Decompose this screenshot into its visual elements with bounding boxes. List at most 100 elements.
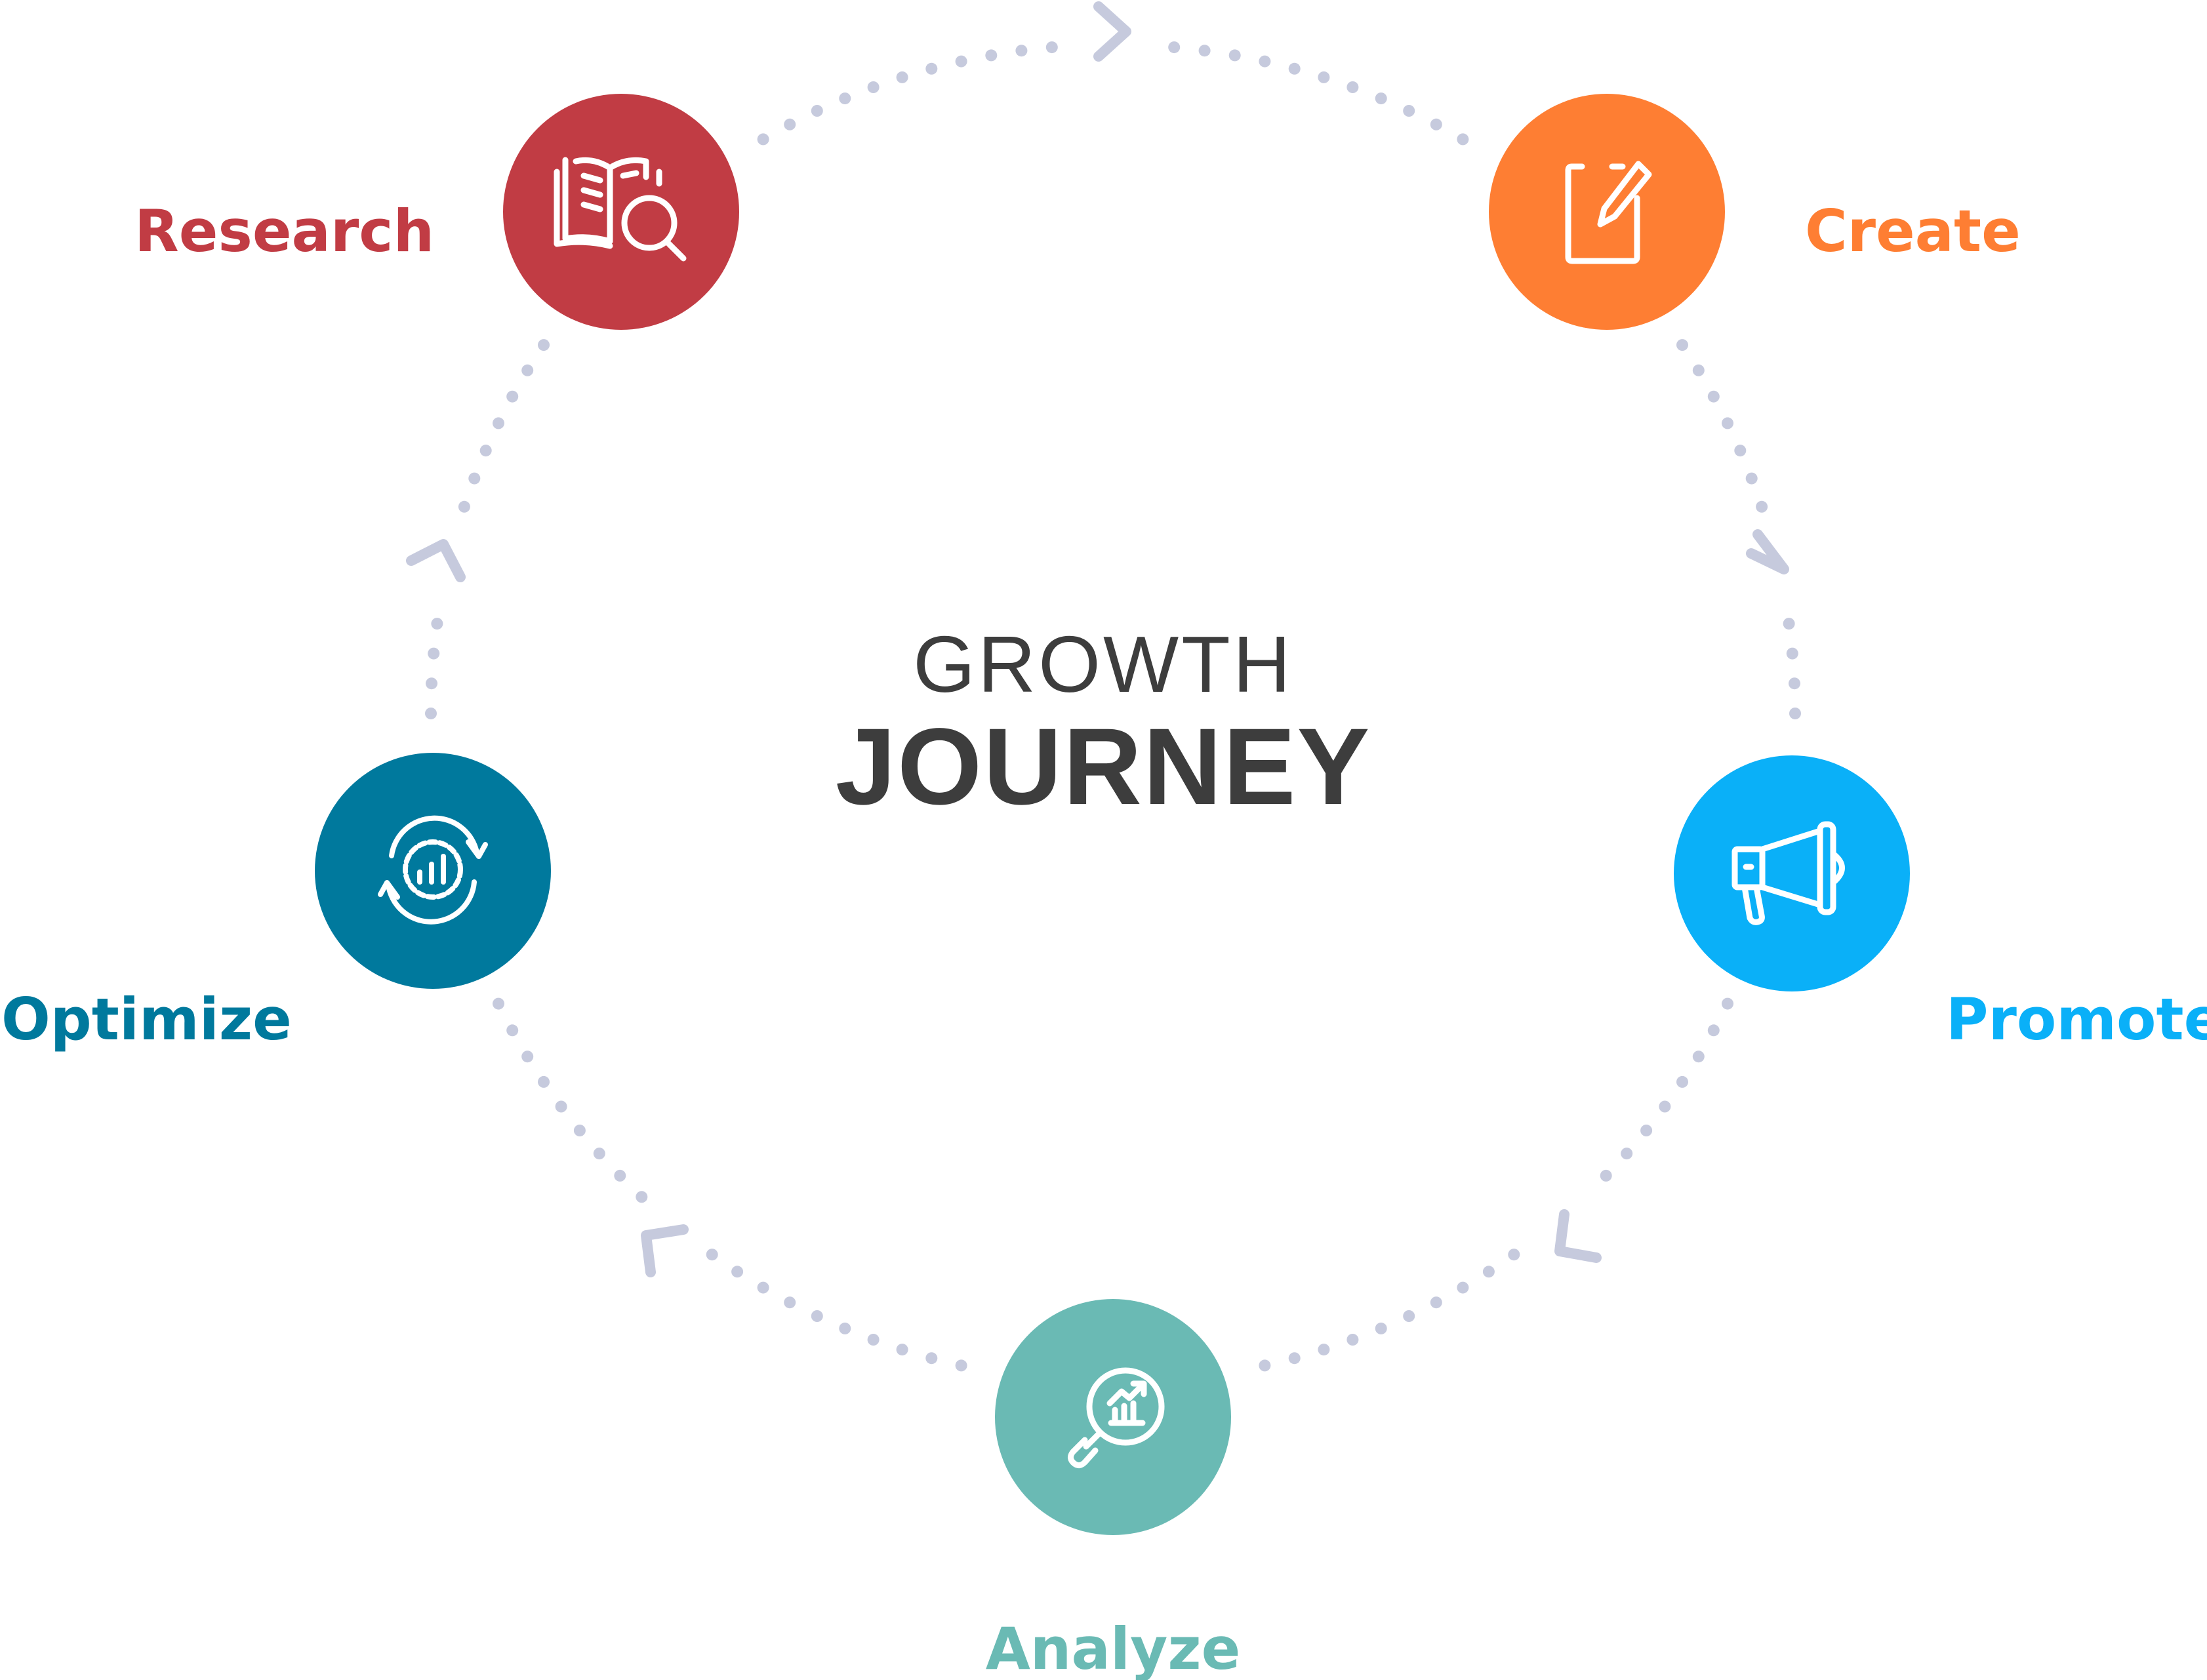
ring-dot xyxy=(1288,62,1301,75)
ring-dot xyxy=(1692,1050,1705,1063)
gear-cycle-chart-icon xyxy=(378,815,488,925)
optimize-node[interactable] xyxy=(315,753,551,989)
ring-dot xyxy=(955,55,967,68)
ring-dot xyxy=(896,71,908,83)
ring-dot xyxy=(811,1310,823,1322)
ring-dot xyxy=(1430,118,1442,130)
ring-dot xyxy=(1659,1100,1671,1113)
step-label-research: Research xyxy=(134,197,434,265)
ring-dot xyxy=(538,1075,550,1088)
ring-dot xyxy=(538,339,550,351)
book-search-icon xyxy=(554,157,687,262)
megaphone-icon xyxy=(1731,821,1845,925)
ring-dot xyxy=(1621,1148,1633,1160)
ring-dot xyxy=(506,1024,519,1037)
ring-dot xyxy=(896,1344,908,1356)
ring-dot xyxy=(784,118,796,130)
title-line-growth: GROWTH xyxy=(913,620,1293,709)
ring-dot xyxy=(431,618,443,630)
ring-dot xyxy=(1045,41,1058,54)
ring-dot xyxy=(985,49,998,62)
cycle-direction-arrows xyxy=(406,1,1789,1277)
ring-dot xyxy=(925,62,938,75)
ring-dot xyxy=(1640,1125,1653,1136)
ring-dot xyxy=(839,92,851,105)
research-circle xyxy=(503,94,739,330)
ring-dot xyxy=(784,1296,796,1309)
ring-dot xyxy=(706,1249,718,1261)
ring-dot xyxy=(1288,1352,1301,1365)
ring-dot xyxy=(1722,997,1733,1010)
ring-dot xyxy=(1259,1359,1271,1372)
ring-dot xyxy=(1168,41,1181,54)
ring-dot xyxy=(1783,618,1795,630)
ring-dot xyxy=(1734,445,1747,457)
ring-dot xyxy=(1457,133,1469,146)
ring-dot xyxy=(839,1322,851,1334)
ring-dot xyxy=(1676,1075,1688,1088)
ring-dot xyxy=(1676,339,1688,351)
ring-dot xyxy=(614,1169,626,1182)
ring-dot xyxy=(1756,500,1768,513)
ring-dot xyxy=(1259,55,1271,68)
ring-dot xyxy=(1403,1310,1415,1322)
ring-dot xyxy=(757,133,769,146)
ring-dot xyxy=(867,1334,880,1346)
ring-dot xyxy=(955,1359,967,1372)
ring-dot xyxy=(1786,647,1798,660)
ring-dot xyxy=(1198,45,1211,57)
ring-dot xyxy=(1600,1169,1612,1182)
ring-dot xyxy=(521,1050,534,1063)
ring-dot xyxy=(757,1281,769,1294)
step-label-optimize: Optimize xyxy=(1,986,292,1053)
ring-dot xyxy=(1228,49,1241,62)
arrow-chevron-right xyxy=(1746,529,1789,574)
ring-dot xyxy=(1789,708,1801,719)
arrow-chevron-bottom-left xyxy=(641,1224,689,1277)
promote-circle xyxy=(1674,755,1910,991)
ring-dot xyxy=(425,708,437,719)
ring-dot xyxy=(573,1125,586,1136)
ring-dot xyxy=(1789,677,1800,690)
step-label-promote: Promote xyxy=(1946,986,2207,1053)
create-circle xyxy=(1489,94,1725,330)
ring-dot xyxy=(1722,417,1733,430)
ring-dot xyxy=(1457,1281,1469,1294)
arrow-chevron-bottom-right xyxy=(1554,1209,1602,1263)
ring-dot xyxy=(731,1266,744,1278)
ring-dot xyxy=(636,1191,648,1203)
ring-dot xyxy=(1375,92,1387,105)
analyze-node[interactable] xyxy=(995,1299,1231,1535)
ring-dot xyxy=(1375,1322,1387,1334)
ring-dot xyxy=(1707,390,1720,403)
ring-dot xyxy=(493,417,504,430)
dotted-cycle-ring xyxy=(425,41,1801,1372)
promote-node[interactable] xyxy=(1674,755,1910,991)
ring-dot xyxy=(521,364,534,376)
arrow-chevron-top xyxy=(1093,1,1131,62)
ring-dot xyxy=(1403,105,1415,117)
ring-dot xyxy=(1745,472,1758,485)
ring-dot xyxy=(428,647,440,660)
ring-dot xyxy=(1318,71,1330,83)
step-label-analyze: Analyze xyxy=(986,1615,1241,1680)
ring-dot xyxy=(426,677,437,690)
ring-dot xyxy=(1015,45,1028,57)
ring-dot xyxy=(479,445,492,457)
ring-dot xyxy=(1430,1296,1442,1309)
ring-dot xyxy=(555,1100,567,1113)
magnifier-chart-icon xyxy=(1068,1367,1165,1469)
create-node[interactable] xyxy=(1489,94,1725,330)
ring-dot xyxy=(493,997,504,1010)
ring-dot xyxy=(1346,81,1359,93)
arrow-chevron-left xyxy=(406,539,466,582)
ring-dot xyxy=(1508,1249,1520,1261)
notepad-pencil-icon xyxy=(1565,161,1652,264)
research-node[interactable] xyxy=(503,94,739,330)
ring-dot xyxy=(1707,1024,1720,1037)
ring-dot xyxy=(1318,1344,1330,1356)
ring-dot xyxy=(458,500,470,513)
ring-dot xyxy=(506,390,519,403)
ring-dot xyxy=(468,472,481,485)
